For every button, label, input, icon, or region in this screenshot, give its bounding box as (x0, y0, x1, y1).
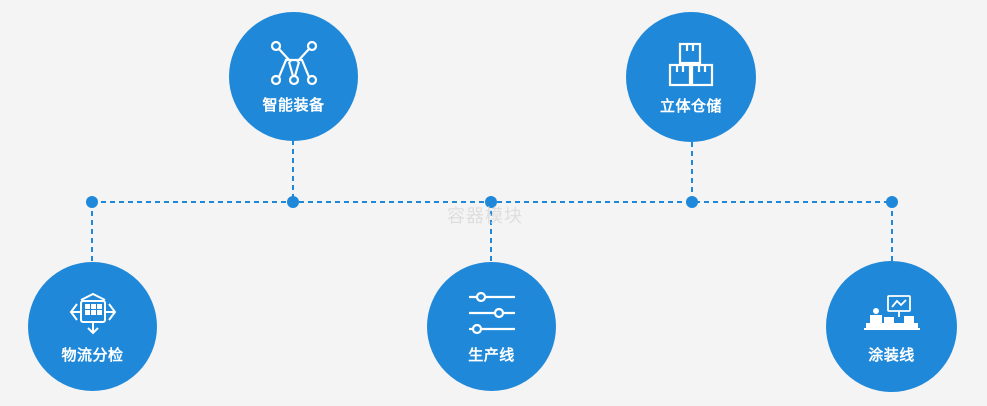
sliders-icon (464, 288, 520, 338)
junction-dot (686, 196, 698, 208)
node-label: 智能装备 (262, 96, 325, 114)
junction-dot (86, 196, 98, 208)
node-label: 立体仓储 (659, 96, 722, 115)
factory-line-icon (863, 288, 920, 338)
node-coating-line[interactable]: 涂装线 (826, 261, 957, 392)
watermark-text: 容器模块 (447, 206, 523, 227)
junction-dot (886, 196, 898, 208)
node-production-line[interactable]: 生产线 (427, 262, 556, 391)
junction-dot (485, 196, 497, 208)
node-label: 物流分检 (61, 346, 124, 364)
node-intelligent-equipment[interactable]: 智能装备 (229, 12, 358, 141)
junction-dot (287, 196, 299, 208)
stacked-boxes-icon (663, 39, 719, 89)
sorting-arrows-icon (65, 288, 121, 338)
node-label: 生产线 (468, 346, 515, 364)
node-stereo-warehouse[interactable]: 立体仓储 (626, 12, 756, 142)
node-label: 涂装线 (868, 346, 915, 364)
node-logistics-sorting[interactable]: 物流分检 (28, 262, 157, 391)
network-nodes-icon (266, 38, 322, 88)
